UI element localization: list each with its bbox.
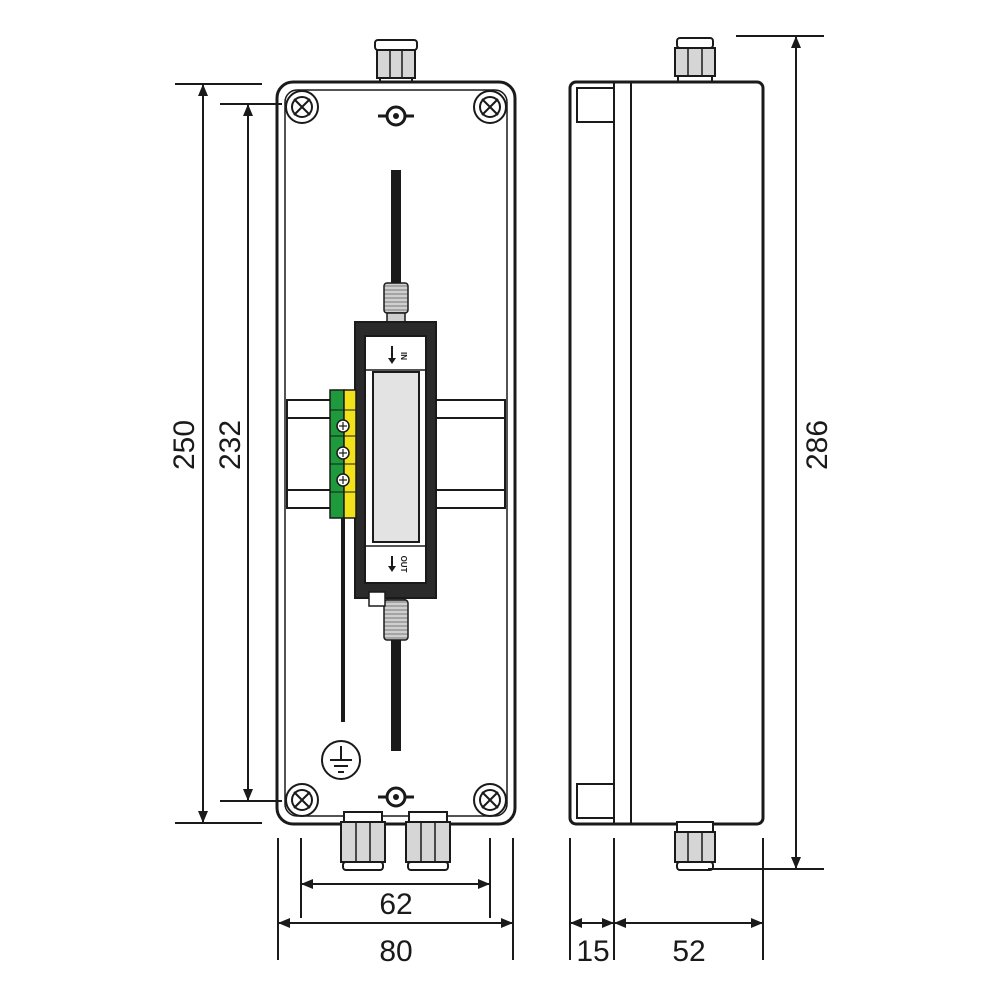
- mounting-hole-top-icon: [378, 105, 414, 127]
- dim-height-250: 250: [168, 420, 201, 470]
- output-label: OUT: [399, 556, 408, 573]
- enclosure-side-body: [568, 80, 765, 826]
- top-cable-gland-side: [674, 37, 716, 85]
- ground-wire: [341, 515, 345, 722]
- lid-hinge-top: [576, 87, 615, 123]
- corner-screw-icon: [473, 783, 507, 817]
- top-cable-gland-front: [374, 39, 418, 87]
- protective-earth-icon: [321, 740, 361, 780]
- corner-screw-icon: [473, 90, 507, 124]
- lid-hinge-bottom: [576, 783, 615, 819]
- corner-screw-icon: [285, 783, 319, 817]
- surge-protection-module: [354, 321, 437, 607]
- dim-depth-15: 15: [576, 935, 609, 968]
- input-cable-boot: [383, 282, 409, 324]
- dim-width-80: 80: [379, 935, 412, 968]
- output-cable: [391, 638, 401, 751]
- dim-depth-52: 52: [672, 935, 705, 968]
- enclosure-front-inner: [284, 89, 508, 817]
- input-label: IN: [399, 352, 408, 360]
- input-arrow-icon: [388, 346, 396, 364]
- front-view: IN OUT: [275, 39, 517, 871]
- mounting-hole-bottom-icon: [378, 786, 414, 808]
- terminal-screw-icon: [336, 419, 350, 433]
- corner-screw-icon: [285, 90, 319, 124]
- bottom-cable-gland-left: [340, 811, 386, 871]
- terminal-screw-icon: [336, 473, 350, 487]
- dim-width-62: 62: [379, 888, 412, 921]
- bottom-cable-gland-right: [405, 811, 451, 871]
- output-arrow-icon: [388, 556, 396, 572]
- dim-height-232: 232: [214, 420, 247, 470]
- bottom-cable-gland-side: [674, 821, 716, 871]
- dim-height-286: 286: [801, 420, 834, 470]
- dimension-lines: [175, 35, 824, 960]
- input-cable: [391, 170, 401, 285]
- side-view: [568, 37, 765, 871]
- terminal-screw-icon: [336, 446, 350, 460]
